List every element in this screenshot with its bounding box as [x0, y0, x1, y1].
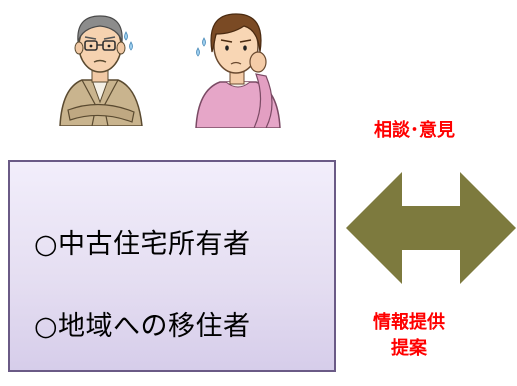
information-proposal-label: 情報提供 提案	[364, 310, 454, 362]
information-provision-label: 情報提供	[373, 312, 445, 333]
worried-man-illustration	[59, 15, 143, 126]
consultation-opinion-label: 相談･意見	[374, 120, 455, 141]
relocated-resident-label: ○地域への移住者	[34, 311, 251, 342]
proposal-label: 提案	[391, 338, 427, 359]
used-house-owner-label: ○中古住宅所有者	[34, 229, 251, 260]
worried-woman-illustration	[195, 13, 281, 128]
double-arrow-shape	[346, 172, 516, 284]
double-arrow-icon	[346, 172, 516, 284]
stakeholder-box: ○中古住宅所有者 ○地域への移住者	[8, 160, 336, 372]
